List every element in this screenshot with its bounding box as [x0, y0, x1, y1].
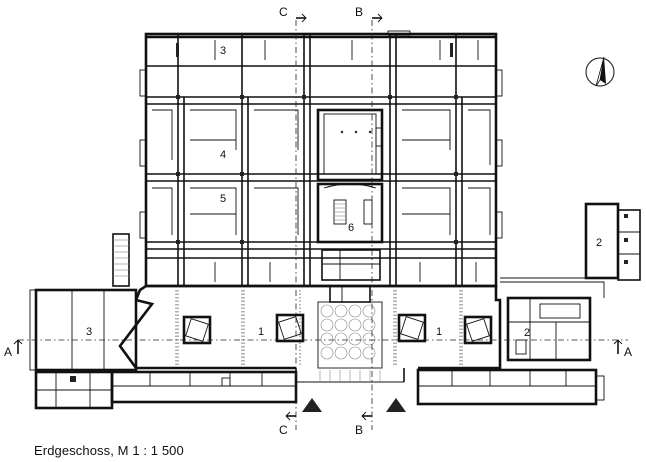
section-marker-a-left: A [4, 339, 23, 359]
section-marker-b-bottom: B [355, 411, 372, 437]
entrance-triangle-icon [302, 398, 322, 412]
section-marker-c-bottom: C [279, 411, 296, 437]
section-marker-c-top: C [279, 5, 307, 23]
room-number-6: 6 [348, 222, 354, 234]
podium [118, 284, 502, 383]
light-wells [182, 313, 493, 345]
office-partitions [152, 40, 491, 282]
north-arrow-icon [585, 56, 615, 87]
section-label-a-left: A [4, 345, 12, 359]
right-annex [500, 277, 605, 362]
section-marker-a-right: A [613, 339, 632, 359]
section-label-a-right: A [624, 345, 632, 359]
left-stair-tower [112, 233, 130, 287]
room-number-3-left: 3 [86, 326, 92, 338]
room-number-2-annex: 2 [524, 327, 530, 339]
facade-bands [139, 30, 503, 239]
central-atrium [316, 108, 384, 281]
section-lines [18, 20, 628, 430]
room-number-1-left: 1 [258, 326, 264, 338]
column-pips [176, 43, 458, 244]
section-label-b-top: B [355, 5, 363, 19]
left-hall [29, 288, 138, 372]
section-label-c-bottom: C [279, 423, 288, 437]
main-block-corridors [146, 65, 496, 259]
entrance-forecourt [317, 285, 383, 382]
section-label-b-bottom: B [355, 423, 363, 437]
section-label-c-top: C [279, 5, 288, 19]
room-number-2-detached: 2 [596, 237, 602, 249]
plan-caption: Erdgeschoss, M 1 : 1 500 [34, 443, 184, 458]
lower-wing-left [34, 370, 298, 410]
entrance-triangle-icon [386, 398, 406, 412]
room-number-1-right: 1 [436, 326, 442, 338]
room-number-4: 4 [220, 149, 226, 161]
room-number-3-top: 3 [220, 45, 226, 57]
room-number-5: 5 [220, 193, 226, 205]
lower-wing-right [416, 368, 605, 406]
detached-building-2 [584, 202, 641, 281]
section-marker-b-top: B [355, 5, 383, 23]
